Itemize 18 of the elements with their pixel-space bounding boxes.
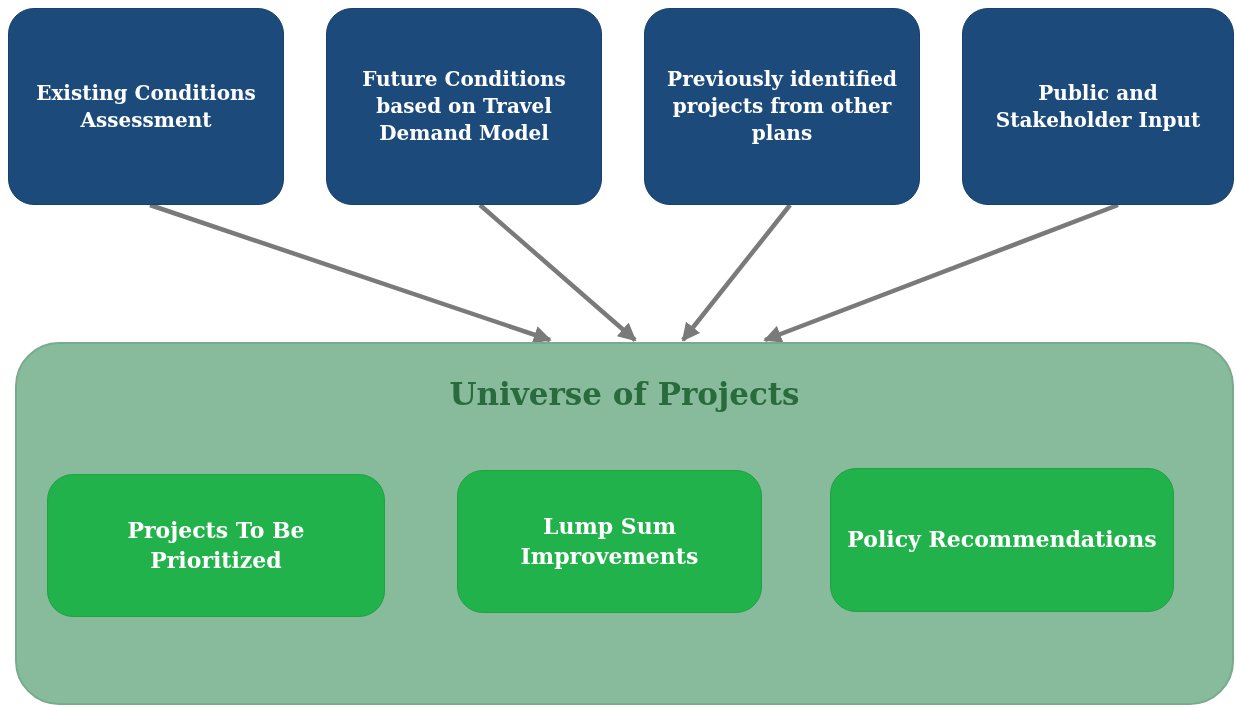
process-box: [830, 468, 1174, 612]
box-label: Existing Conditions Assessment: [35, 79, 257, 134]
arrow: [681, 203, 792, 342]
box-label: Public and Stakeholder Input: [994, 79, 1202, 134]
box-label: Previously identified projects from other plans: [666, 66, 898, 147]
group-panel: [15, 342, 1234, 705]
box-label: Projects To Be Prioritized: [126, 515, 306, 575]
box-label: Future Conditions based on Travel Demand Model: [361, 66, 567, 147]
box-label: Policy Recommendations: [847, 525, 1157, 555]
box-label: Lump Sum Improvements: [519, 511, 700, 571]
group-heading: Universe of Projects: [449, 375, 800, 414]
arrow: [478, 203, 637, 342]
process-box: [457, 470, 762, 613]
process-box: [962, 8, 1234, 205]
process-box: [326, 8, 602, 205]
process-box: [8, 8, 284, 205]
process-box: [644, 8, 920, 205]
process-box: [47, 474, 385, 617]
